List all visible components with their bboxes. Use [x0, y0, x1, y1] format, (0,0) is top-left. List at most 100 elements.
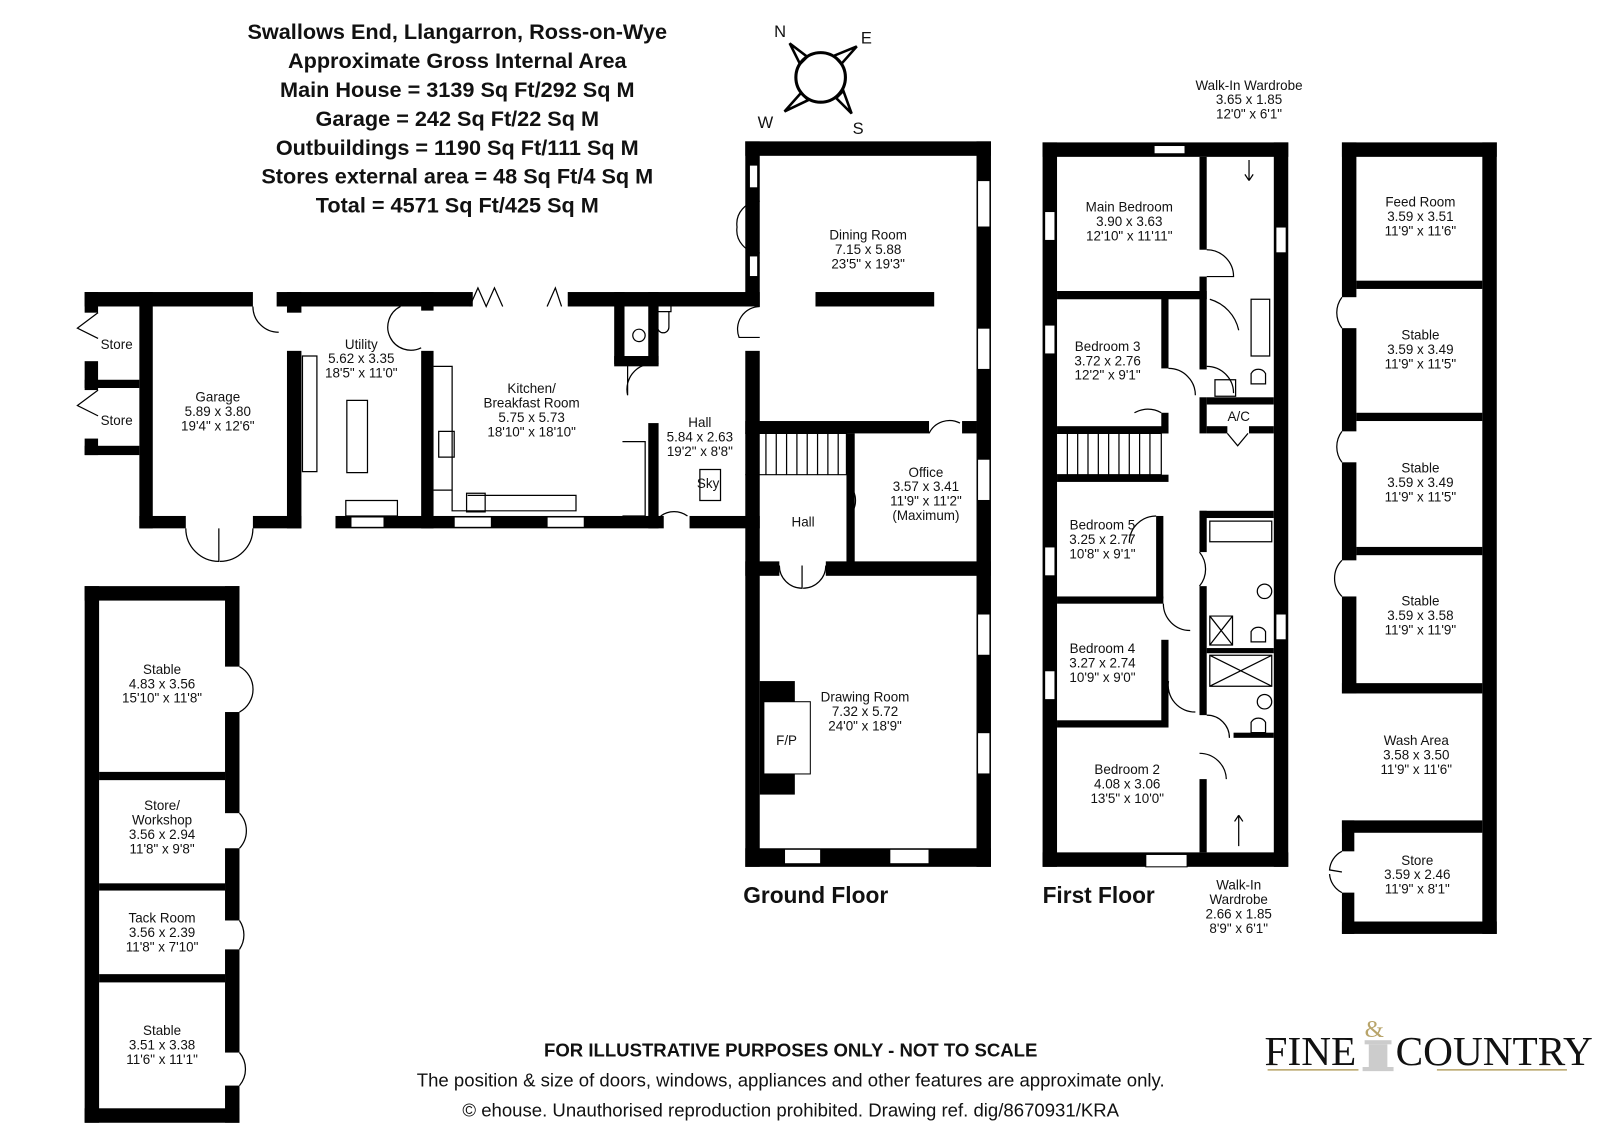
- room-name: Feed Room: [1385, 194, 1455, 209]
- first-floor-label: First Floor: [1043, 882, 1155, 908]
- room-name: Drawing Room: [821, 690, 910, 705]
- room-dimension: 3.59 x 3.49: [1387, 475, 1453, 490]
- disclaimer: FOR ILLUSTRATIVE PURPOSES ONLY - NOT TO …: [544, 1040, 1037, 1061]
- room-dimension: 10'8" x 9'1": [1069, 546, 1135, 561]
- compass-s: S: [853, 120, 864, 138]
- room-name: Hall: [688, 415, 711, 430]
- room-name: Stable: [1401, 461, 1439, 476]
- room-name: F/P: [776, 733, 797, 748]
- room-dimension: 3.56 x 2.94: [129, 827, 196, 842]
- room-name: Wash Area: [1384, 733, 1450, 748]
- fine-and-country-logo: FINE & COUNTRY: [1265, 1016, 1593, 1074]
- header: Swallows End, Llangarron, Ross-on-Wye Ap…: [247, 19, 667, 217]
- room-dimension: 18'5" x 11'0": [325, 366, 398, 381]
- room-dimension: 3.72 x 2.76: [1074, 353, 1140, 368]
- footer-note: The position & size of doors, windows, a…: [417, 1070, 1165, 1091]
- compass-w: W: [758, 114, 774, 132]
- outbuildings-left-walls: [84, 586, 254, 1123]
- room-dimension: 23'5" x 19'3": [831, 256, 905, 271]
- room-name: Bedroom 3: [1075, 339, 1141, 354]
- room-dimension: 3.59 x 2.46: [1384, 867, 1450, 882]
- column-icon: [1362, 1040, 1394, 1072]
- compass-n: N: [774, 23, 786, 41]
- footer: FOR ILLUSTRATIVE PURPOSES ONLY - NOT TO …: [417, 1040, 1165, 1121]
- room-dimension: 11'9" x 11'5": [1385, 490, 1457, 505]
- room-name: Store/: [144, 798, 180, 813]
- room-name: Walk-In Wardrobe: [1196, 78, 1303, 93]
- room-dimension: 11'9" x 11'6": [1380, 762, 1452, 777]
- header-line: Total = 4571 Sq Ft/425 Sq M: [316, 193, 599, 218]
- header-line: Garage = 242 Sq Ft/22 Sq M: [316, 106, 599, 131]
- ground-floor-label: Ground Floor: [743, 882, 888, 908]
- header-line: Approximate Gross Internal Area: [288, 48, 628, 73]
- room-name: Bedroom 4: [1070, 641, 1136, 656]
- room-name: Bedroom 5: [1070, 517, 1136, 532]
- room-dimension: 12'10" x 11'11": [1086, 228, 1173, 243]
- room-name: Sky: [697, 476, 720, 491]
- room-dimension: 19'2" x 8'8": [667, 444, 733, 459]
- room-dimension: 8'9" x 6'1": [1209, 921, 1268, 936]
- room-dimension: 11'9" x 11'5": [1385, 356, 1457, 371]
- room-name: Bedroom 2: [1094, 762, 1160, 777]
- room-dimension: Breakfast Room: [484, 396, 580, 411]
- room-dimension: 3.59 x 3.49: [1387, 342, 1453, 357]
- room-dimension: 5.84 x 2.63: [667, 430, 733, 445]
- outbuildings-right-walls: [1328, 142, 1497, 934]
- logo-text-left: FINE: [1265, 1028, 1357, 1074]
- room-dimension: 15'10" x 11'8": [122, 691, 202, 706]
- room-dimension: 3.27 x 2.74: [1069, 656, 1136, 671]
- logo-ampersand: &: [1365, 1016, 1384, 1043]
- ground-floor-walls: [76, 141, 991, 867]
- room-dimension: 3.56 x 2.39: [129, 925, 195, 940]
- room-dimension: 13'5" x 10'0": [1090, 791, 1164, 806]
- room-dimension: 11'6" x 11'1": [126, 1052, 198, 1067]
- room-name: Store: [101, 337, 133, 352]
- compass-e: E: [861, 29, 872, 47]
- room-label: A/C: [1228, 409, 1251, 424]
- room-dimension: 4.08 x 3.06: [1094, 776, 1160, 791]
- room-dimension: 10'9" x 9'0": [1069, 670, 1135, 685]
- room-dimension: 4.83 x 3.56: [129, 676, 195, 691]
- room-dimension: 5.75 x 5.73: [498, 410, 564, 425]
- room-dimension: 3.57 x 3.41: [893, 479, 959, 494]
- room-dimension: 7.15 x 5.88: [835, 242, 901, 257]
- room-dimension: 5.89 x 3.80: [185, 404, 251, 419]
- room-dimension: 12'0" x 6'1": [1216, 107, 1282, 122]
- room-name: A/C: [1228, 409, 1251, 424]
- header-line: Main House = 3139 Sq Ft/292 Sq M: [280, 77, 634, 102]
- room-name: Utility: [345, 337, 378, 352]
- room-dimension: 3.51 x 3.38: [129, 1037, 195, 1052]
- room-dimension: 11'8" x 7'10": [126, 939, 199, 954]
- room-name: Store: [101, 413, 133, 428]
- room-name: Hall: [792, 514, 815, 529]
- room-dimension: 12'2" x 9'1": [1075, 368, 1141, 383]
- room-dimension: 3.25 x 2.77: [1069, 532, 1135, 547]
- room-dimension: 19'4" x 12'6": [181, 418, 255, 433]
- first-floor-walls: [1042, 142, 1289, 868]
- room-label: Hall: [792, 514, 815, 529]
- room-dimension: Workshop: [132, 813, 192, 828]
- room-name: Main Bedroom: [1086, 200, 1173, 215]
- copyright: © ehouse. Unauthorised reproduction proh…: [462, 1100, 1119, 1121]
- room-dimension: 11'9" x 11'9": [1385, 623, 1457, 638]
